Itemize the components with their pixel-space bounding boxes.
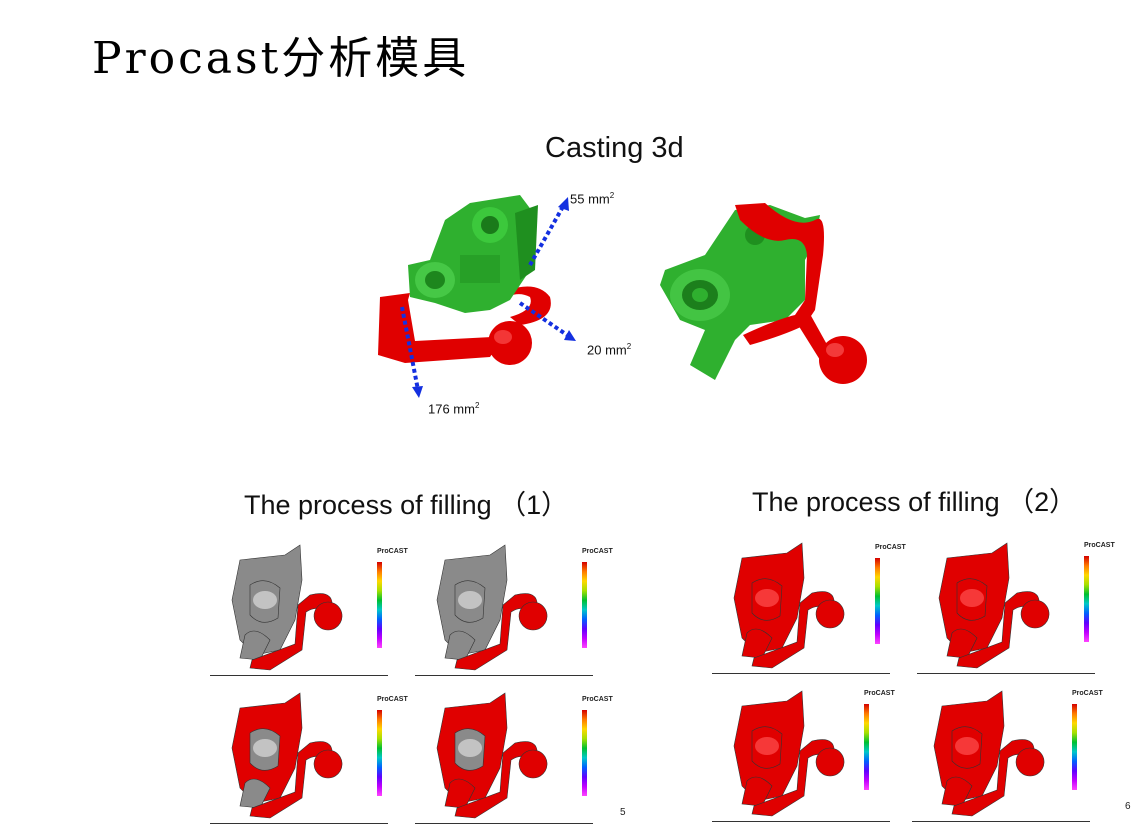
procast-label: ProCAST [377, 696, 408, 703]
status-footer [210, 675, 388, 680]
filling1-sim-1 [231, 544, 343, 671]
annotation-55mm: 55 mm2 [570, 191, 615, 207]
filling1-grid: ProCAST ProCAST ProCAST ProCAST [210, 540, 620, 830]
status-footer [917, 673, 1095, 678]
status-footer [415, 823, 593, 828]
procast-label: ProCAST [1084, 542, 1115, 549]
casting-model-annotated [378, 195, 576, 398]
filling2-sim-2 [938, 542, 1050, 669]
filling1-panel-1: ProCAST [210, 540, 408, 680]
temperature-legend [875, 558, 880, 644]
page-title: Procast分析模具 [92, 33, 470, 84]
temperature-legend [864, 704, 869, 790]
filling2-sim-3 [733, 690, 845, 817]
casting-model-side [660, 203, 867, 384]
procast-label: ProCAST [864, 690, 895, 697]
temperature-legend [1084, 556, 1089, 642]
status-footer [415, 675, 593, 680]
filling2-heading: The process of filling （2） [752, 487, 1077, 517]
status-footer [712, 673, 890, 678]
status-footer [210, 823, 388, 828]
annotation-176mm: 176 mm2 [428, 401, 480, 417]
filling2-panel-4: ProCAST [912, 686, 1103, 826]
temperature-legend [582, 710, 587, 796]
status-footer [712, 821, 890, 826]
filling2-panel-2: ProCAST [917, 538, 1115, 678]
filling1-sim-2 [436, 544, 548, 671]
temperature-legend [1072, 704, 1077, 790]
procast-label: ProCAST [875, 544, 906, 551]
casting-heading: Casting 3d [545, 132, 684, 164]
filling2-panel-1: ProCAST [712, 538, 906, 678]
procast-label: ProCAST [582, 548, 613, 555]
filling1-panel-3: ProCAST [210, 688, 408, 828]
filling1-heading: The process of filling （1） [244, 490, 569, 520]
filling1-sim-3 [231, 692, 343, 819]
filling1-sim-4 [436, 692, 548, 819]
temperature-legend [377, 562, 382, 648]
filling1-panel-2: ProCAST [415, 540, 613, 680]
annotation-20mm: 20 mm2 [587, 342, 632, 358]
filling2-sim-1 [733, 542, 845, 669]
filling2-sim-4 [933, 690, 1045, 817]
page-number-6: 6 [1125, 801, 1131, 812]
filling2-grid: ProCAST ProCAST ProCAST ProCAST [712, 538, 1122, 828]
temperature-legend [582, 562, 587, 648]
page-number-5: 5 [620, 807, 626, 818]
filling1-panel-4: ProCAST [415, 688, 613, 828]
procast-label: ProCAST [582, 696, 613, 703]
status-footer [912, 821, 1090, 826]
procast-label: ProCAST [1072, 690, 1103, 697]
procast-label: ProCAST [377, 548, 408, 555]
filling2-panel-3: ProCAST [712, 686, 902, 826]
temperature-legend [377, 710, 382, 796]
